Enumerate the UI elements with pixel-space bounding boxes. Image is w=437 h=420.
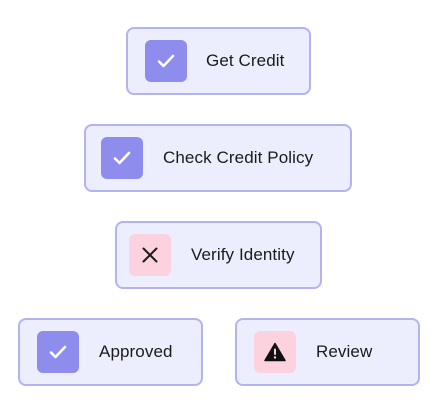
node-verify-identity[interactable]: Verify Identity bbox=[115, 221, 322, 289]
check-icon bbox=[145, 40, 187, 82]
node-label: Review bbox=[316, 342, 373, 361]
node-label: Approved bbox=[99, 342, 173, 361]
check-icon bbox=[101, 137, 143, 179]
node-label: Check Credit Policy bbox=[163, 148, 314, 167]
close-icon bbox=[129, 234, 171, 276]
warning-icon bbox=[254, 331, 296, 373]
node-review[interactable]: Review bbox=[235, 318, 420, 386]
check-icon bbox=[37, 331, 79, 373]
node-label: Verify Identity bbox=[191, 245, 295, 264]
node-check-credit-policy[interactable]: Check Credit Policy bbox=[84, 124, 352, 192]
node-get-credit[interactable]: Get Credit bbox=[126, 27, 311, 95]
node-approved[interactable]: Approved bbox=[18, 318, 203, 386]
node-label: Get Credit bbox=[206, 51, 285, 70]
